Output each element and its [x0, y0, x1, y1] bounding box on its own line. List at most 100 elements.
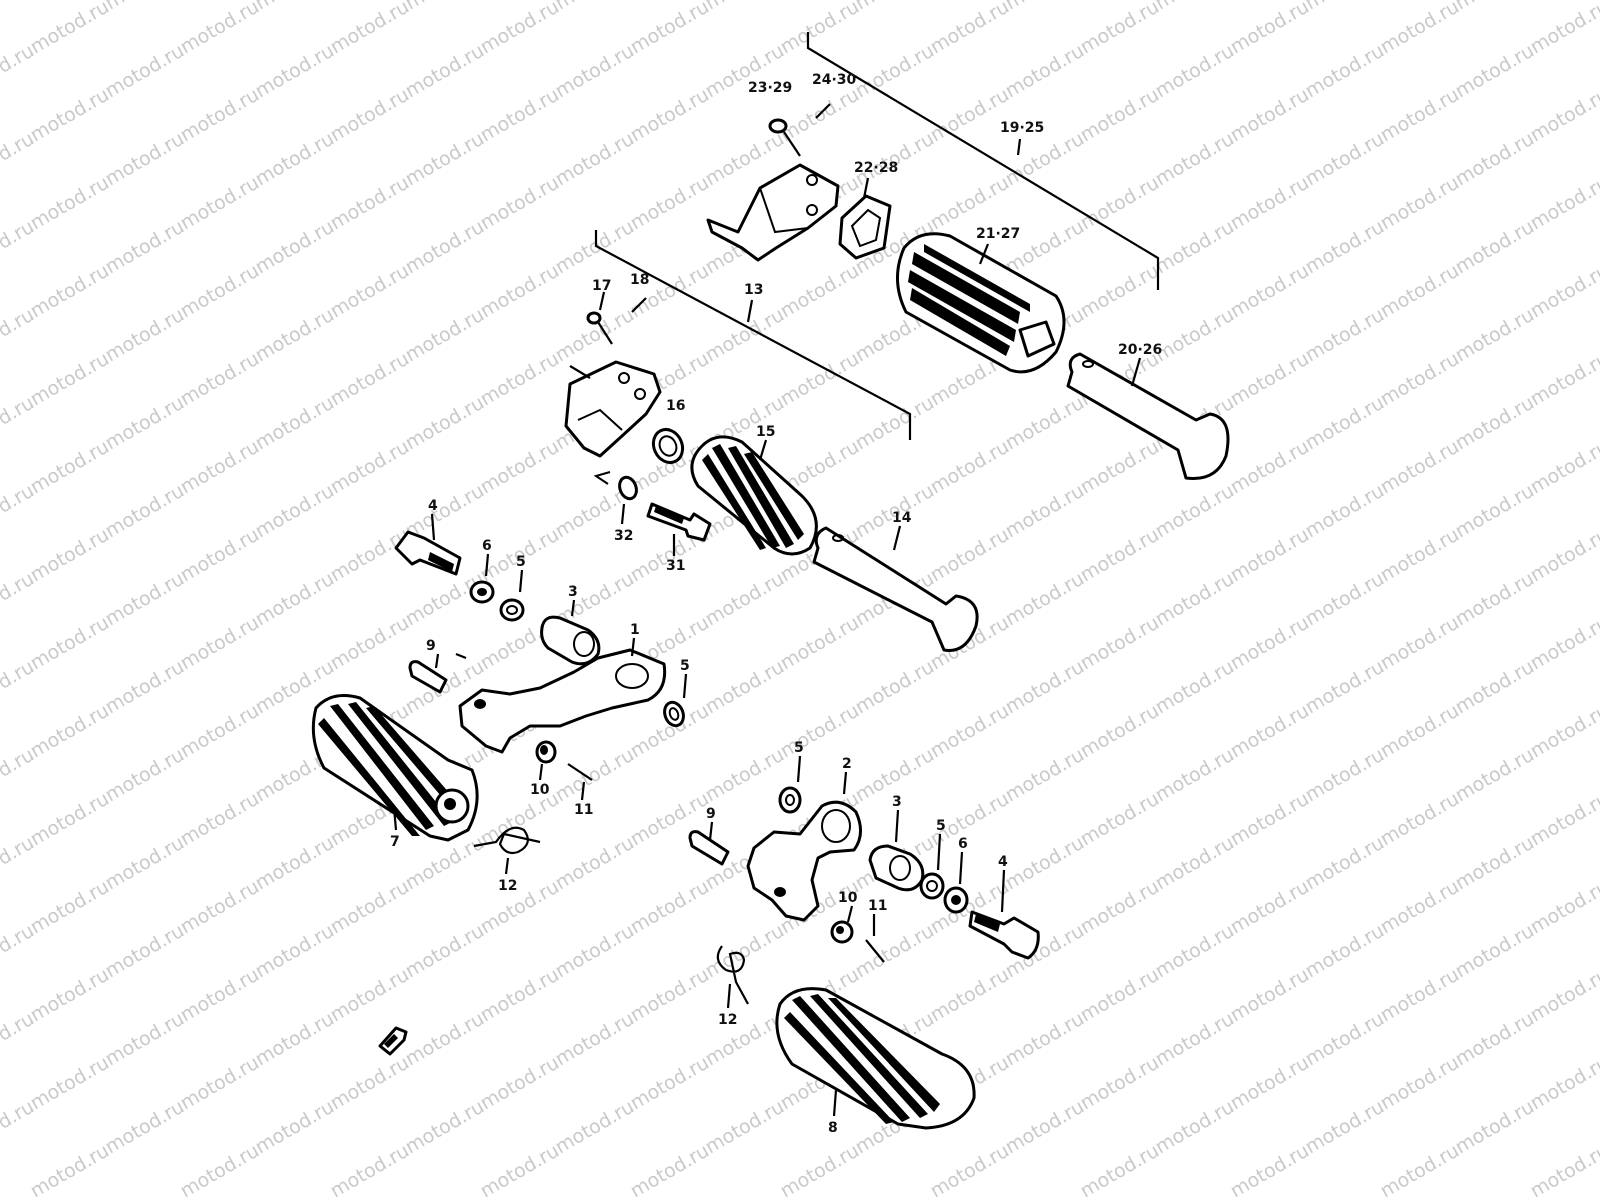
- footrest-rubber-21-27: [895, 232, 1066, 374]
- spring-12-left: [473, 826, 541, 855]
- watermark-text: motod.ru: [1527, 788, 1600, 851]
- watermark-text: motod.ru: [177, 876, 263, 939]
- watermark-text: motod.ru: [177, 260, 263, 323]
- footrest-bracket-17: [564, 360, 662, 485]
- watermark-text: motod.ru: [327, 436, 413, 499]
- washer-10-right: [830, 920, 854, 944]
- label-5-left-lower: 5: [680, 658, 690, 674]
- leader-22-28: [862, 177, 870, 199]
- watermark-text: motod.ru: [252, 0, 338, 14]
- watermark-text: motod.ru: [927, 436, 1013, 499]
- leader-5-left-lower: [682, 673, 688, 699]
- watermark-text: motod.ru: [1077, 172, 1163, 235]
- watermark-text: motod.ru: [1377, 1052, 1463, 1115]
- leader-12-left: [504, 857, 510, 875]
- leader-32: [620, 503, 626, 525]
- watermark-text: motod.ru: [927, 964, 1013, 1027]
- watermark-text: motod.ru: [1227, 1052, 1313, 1115]
- leader-3-left: [570, 599, 576, 617]
- watermark-text: motod.ru: [177, 524, 263, 587]
- leader-8: [832, 1089, 838, 1117]
- watermark-text: motod.ru: [1227, 700, 1313, 763]
- watermark-text: motod.ru: [1152, 744, 1238, 807]
- right-footrest-assembly: [688, 755, 1040, 1130]
- label-7: 7: [390, 834, 400, 850]
- watermark-text: motod.ru: [552, 832, 638, 895]
- watermark-text: motod.ru: [1452, 40, 1538, 103]
- watermark-text: motod.ru: [1452, 744, 1538, 807]
- watermark-text: motod.ru: [1527, 700, 1600, 763]
- watermark-text: motod.ru: [1527, 612, 1600, 675]
- watermark-text: motod.ru: [1527, 348, 1600, 411]
- watermark-text: motod.ru: [402, 128, 488, 191]
- watermark-text: motod.ru: [1377, 876, 1463, 939]
- label-11-left: 11: [574, 802, 593, 818]
- watermark-text: motod.ru: [1302, 40, 1388, 103]
- label-12-right: 12: [718, 1012, 737, 1028]
- leader-5-right-upper: [796, 755, 802, 783]
- cotter-pin-11-left: [567, 763, 593, 781]
- watermark-text: motod.ru: [1227, 524, 1313, 587]
- watermark-text: motod.ru: [0, 0, 38, 14]
- watermark-text: motod.ru: [1527, 1140, 1600, 1200]
- watermark-text: motod.ru: [0, 392, 38, 455]
- watermark-text: motod.ru: [552, 40, 638, 103]
- watermark-text: motod.ru: [327, 0, 413, 58]
- watermark-text: motod.ru: [27, 0, 113, 58]
- watermark-text: motod.ru: [1302, 832, 1388, 895]
- watermark-text: motod.ru: [102, 656, 188, 719]
- watermark-text: motod.ru: [1077, 524, 1163, 587]
- watermark-text: motod.ru: [1152, 568, 1238, 631]
- watermark-text: motod.ru: [252, 568, 338, 631]
- watermark-text: motod.ru: [477, 348, 563, 411]
- leader-5-right-lower: [936, 833, 942, 871]
- watermark-text: motod.ru: [1302, 1008, 1388, 1071]
- label-10-right: 10: [838, 890, 858, 906]
- watermark-text: motod.ru: [327, 172, 413, 235]
- watermark-text: motod.ru: [1377, 260, 1463, 323]
- watermark-text: motod.ru: [102, 1008, 188, 1071]
- watermark-text: motod.ru: [852, 128, 938, 191]
- watermark-text: motod.ru: [177, 1052, 263, 1115]
- watermark-text: motod.ru: [1377, 348, 1463, 411]
- watermark-text: motod.ru: [1302, 920, 1388, 983]
- label-5-right-upper: 5: [794, 740, 804, 756]
- washer-5-right-lower: [919, 872, 945, 900]
- watermark-text: motod.ru: [1302, 1096, 1388, 1159]
- label-15: 15: [756, 424, 775, 440]
- watermark-text: motod.ru: [1377, 524, 1463, 587]
- watermark-text: motod.ru: [102, 480, 188, 543]
- label-6-left: 6: [482, 538, 492, 554]
- footrest-bracket-23-29: [706, 163, 840, 262]
- watermark-text: motod.ru: [252, 128, 338, 191]
- watermark-text: motod.ru: [252, 480, 338, 543]
- label-22-28: 22·28: [854, 160, 898, 176]
- watermark-text: motod.ru: [1452, 392, 1538, 455]
- watermark-text: motod.ru: [1302, 0, 1388, 14]
- watermark-text: motod.ru: [1077, 84, 1163, 147]
- watermark-text: motod.ru: [27, 964, 113, 1027]
- watermark-text: motod.ru: [627, 84, 713, 147]
- washer-32: [618, 475, 638, 501]
- watermark-text: motod.ru: [477, 172, 563, 235]
- watermark-text: motod.ru: [1227, 84, 1313, 147]
- pin-9-right: [688, 830, 730, 866]
- label-9-left: 9: [426, 638, 436, 654]
- watermark-text: motod.ru: [477, 436, 563, 499]
- cotter-pin-24-30: [815, 103, 831, 119]
- watermark-text: motod.ru: [0, 656, 38, 719]
- watermark-text: motod.ru: [702, 568, 788, 631]
- watermark-text: motod.ru: [1452, 920, 1538, 983]
- watermark-text: motod.ru: [627, 1140, 713, 1200]
- watermark-text: motod.ru: [1527, 876, 1600, 939]
- watermark-text: motod.ru: [1527, 0, 1600, 58]
- leader-12-right: [726, 983, 732, 1009]
- leader-4-left: [430, 513, 436, 541]
- bushing-3-left: [540, 615, 601, 666]
- watermark-text: motod.ru: [1452, 304, 1538, 367]
- watermark-text: motod.ru: [102, 568, 188, 631]
- leader-6-left: [484, 553, 490, 577]
- leader-4-right: [1000, 869, 1006, 913]
- watermark-text: motod.ru: [1452, 0, 1538, 14]
- leader-20-26: [1130, 357, 1142, 387]
